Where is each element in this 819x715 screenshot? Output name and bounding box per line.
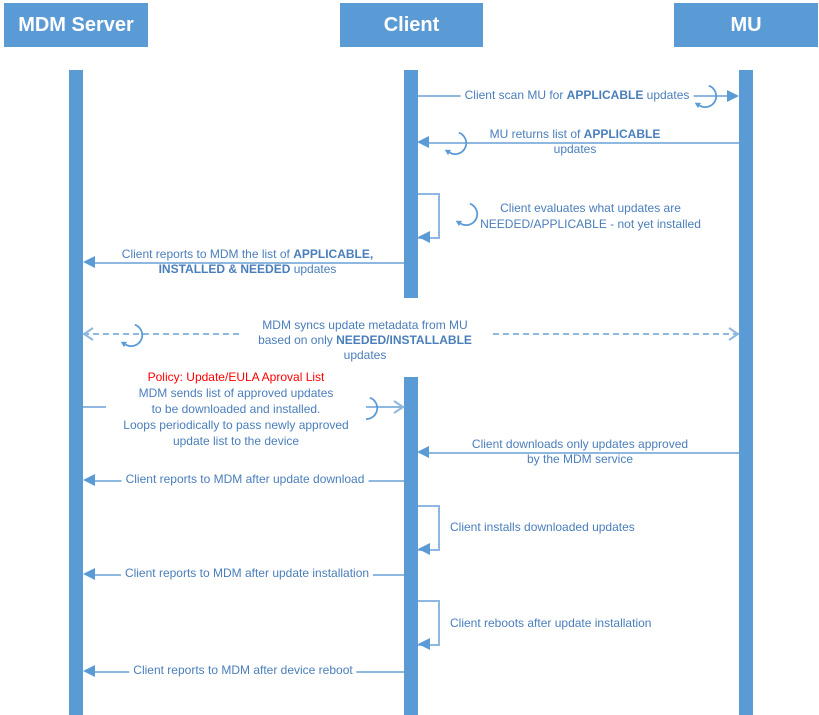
arrowhead-left-icon	[417, 446, 429, 458]
arrowhead-left-icon	[83, 256, 95, 268]
actor-box-mdm-server: MDM Server	[4, 3, 148, 47]
message-label-reboots: Client reboots after update installation	[450, 616, 652, 630]
message-label-evaluates: Client evaluates what updates are NEEDED…	[480, 201, 701, 231]
message-label-downloads: Client downloads only updates approved b…	[471, 437, 689, 466]
message-label-returns: MU returns list of APPLICABLE updates	[489, 127, 661, 156]
arrowhead-left-icon	[83, 568, 95, 580]
policy-title: Policy: Update/EULA Aproval List	[147, 370, 325, 384]
arrowhead-left-icon	[418, 231, 430, 243]
loop-icon	[444, 131, 468, 156]
actor-label-mu: MU	[730, 13, 762, 36]
lifeline-mu	[739, 70, 753, 715]
arrowhead-right-icon	[727, 90, 739, 102]
open-arrowhead-right-icon	[728, 327, 740, 341]
loop-icon	[455, 202, 479, 227]
actor-label-client: Client	[383, 13, 440, 36]
message-line-downloads	[429, 452, 739, 454]
message-label-scan: Client scan MU for APPLICABLE updates	[460, 88, 694, 103]
message-label-report-reboot: Client reports to MDM after device reboo…	[129, 663, 357, 678]
actor-label-mdm-server: MDM Server	[18, 13, 134, 36]
policy-note: Policy: Update/EULA Aproval List MDM sen…	[106, 369, 366, 449]
loop-icon	[120, 323, 144, 348]
loop-icon	[694, 84, 718, 109]
message-label-report-install: Client reports to MDM after update insta…	[120, 566, 374, 581]
message-line-reports-list	[95, 262, 404, 264]
actor-box-client: Client	[340, 3, 483, 47]
arrowhead-left-icon	[83, 665, 95, 677]
open-arrowhead-right-icon	[393, 400, 405, 414]
arrowhead-left-icon	[83, 474, 95, 486]
message-label-reports-list: Client reports to MDM the list of APPLIC…	[121, 247, 374, 276]
actor-box-mu: MU	[674, 3, 818, 47]
open-arrowhead-left-icon	[82, 327, 94, 341]
message-label-sync: MDM syncs update metadata from MU based …	[240, 318, 490, 363]
message-label-installs: Client installs downloaded updates	[450, 520, 635, 534]
arrowhead-left-icon	[418, 638, 430, 650]
message-line-returns	[429, 142, 739, 144]
arrowhead-left-icon	[418, 543, 430, 555]
lifeline-client-upper	[404, 70, 418, 298]
message-label-report-download: Client reports to MDM after update downl…	[121, 472, 369, 487]
arrowhead-left-icon	[417, 136, 429, 148]
lifeline-client-lower	[404, 377, 418, 715]
lifeline-mdm-server	[69, 70, 83, 715]
